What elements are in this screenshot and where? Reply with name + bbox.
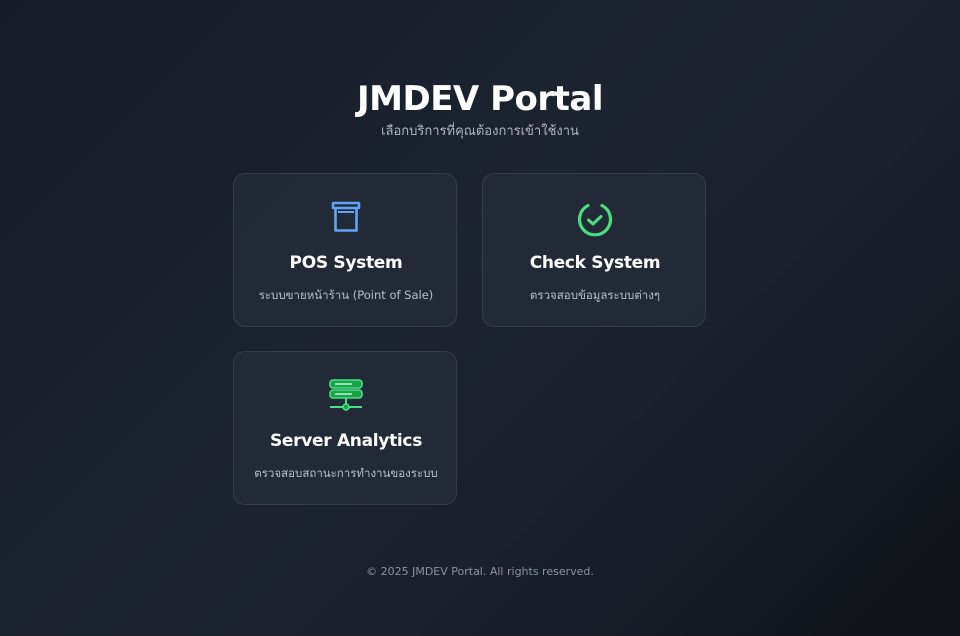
server-network-icon (326, 376, 366, 416)
service-card-title: Server Analytics (269, 431, 423, 451)
service-card-description: ตรวจสอบสถานะการทำงานของระบบ (254, 466, 438, 480)
service-card-description: ระบบขายหน้าร้าน (Point of Sale) (258, 288, 434, 302)
footer-copyright: © 2025 JMDEV Portal. All rights reserved… (366, 565, 594, 578)
service-card-description: ตรวจสอบข้อมูลระบบต่างๆ (529, 288, 661, 302)
service-card-check[interactable]: Check System ตรวจสอบข้อมูลระบบต่างๆ (482, 173, 706, 327)
header: JMDEV Portal เลือกบริการที่คุณต้องการเข้… (0, 78, 960, 142)
page-title: JMDEV Portal (357, 79, 603, 119)
page-subtitle: เลือกบริการที่คุณต้องการเข้าใช้งาน (381, 124, 579, 139)
check-circle-icon (575, 198, 615, 238)
service-card-server-analytics[interactable]: Server Analytics ตรวจสอบสถานะการทำงานของ… (233, 351, 457, 505)
service-card-title: POS System (289, 253, 403, 273)
service-card-pos[interactable]: POS System ระบบขายหน้าร้าน (Point of Sal… (233, 173, 457, 327)
service-card-title: Check System (529, 253, 661, 273)
cash-register-icon (326, 198, 366, 238)
